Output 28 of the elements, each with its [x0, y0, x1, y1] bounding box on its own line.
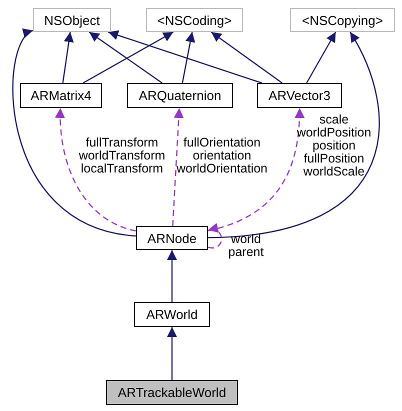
edge-label: scale worldPosition position fullPosition worldScale [296, 114, 372, 178]
inheritance-arrow [182, 32, 196, 84]
edge-label: world parent [228, 233, 264, 259]
class-box: ARVector3 [257, 83, 342, 108]
class-box: ARTrackableWorld [106, 380, 238, 405]
inheritance-arrow [306, 32, 336, 84]
inheritance-arrow [82, 31, 174, 84]
inheritance-arrow [167, 327, 177, 380]
inheritance-arrow [62, 32, 74, 84]
class-box: ARMatrix4 [20, 83, 102, 108]
inheritance-arrow [208, 32, 380, 238]
class-box: NSObject [33, 8, 111, 32]
class-box: <NSCopying> [290, 8, 395, 32]
class-box: ARWorld [134, 302, 210, 327]
class-box: <NSCoding> [146, 8, 243, 32]
usage-arrow [172, 108, 184, 226]
usage-arrow [208, 224, 222, 248]
inheritance-arrow [88, 32, 162, 84]
inheritance-arrow [12, 30, 136, 237]
inheritance-arrow [210, 32, 282, 84]
inheritance-arrow [167, 250, 177, 302]
usage-arrow [55, 108, 136, 232]
class-box: ARQuaternion [127, 83, 233, 108]
edge-label: fullOrientation orientation worldOrientation [176, 136, 268, 176]
class-box: ARNode [136, 226, 208, 250]
inheritance-arrow [108, 30, 262, 84]
usage-arrow [208, 108, 304, 232]
edge-label: fullTransform worldTransform localTransform [78, 136, 166, 176]
